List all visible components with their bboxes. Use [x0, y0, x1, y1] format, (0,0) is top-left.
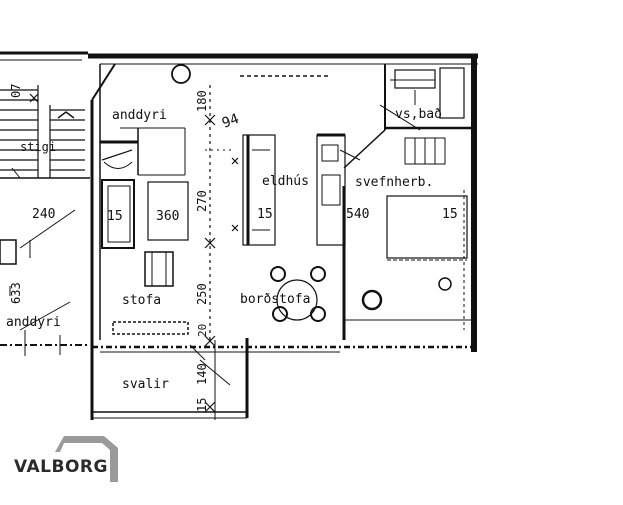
interior-walls	[100, 64, 474, 340]
dim-94: 94	[220, 111, 241, 132]
logo-text: VALBORG	[14, 457, 108, 477]
room-label-eldhus: eldhús	[262, 174, 309, 189]
dim-360: 360	[156, 209, 179, 224]
dim-15-balcony: 15	[195, 398, 209, 412]
kitchen-counters	[242, 133, 361, 246]
room-label-stofa: stofa	[122, 293, 161, 308]
valborg-logo: VALBORG	[14, 436, 118, 482]
dim-540: 540	[346, 207, 369, 222]
dim-15-bed: 15	[442, 207, 458, 222]
room-label-svefnherb: svefnherb.	[355, 175, 433, 190]
dimension-marks	[29, 85, 239, 413]
room-label-vs-bad: vs,bað	[395, 107, 442, 122]
dim-15-sofa: 15	[107, 209, 123, 224]
dim-15-kitchen: 15	[257, 207, 273, 222]
left-stair-section	[0, 51, 90, 356]
dim-20: 20	[196, 324, 209, 337]
room-label-anddyri: anddyri	[112, 108, 167, 123]
dimension-labels: 180 94 270 15 360 15 540 15 250 20 140 1…	[9, 84, 458, 412]
room-label-bordstofa: borðstofa	[240, 292, 310, 307]
dim-140: 140	[195, 363, 209, 385]
dim-240: 240	[32, 207, 55, 222]
dim-180: 180	[195, 90, 209, 112]
exterior-walls	[88, 53, 478, 420]
logo-roof-icon	[55, 436, 118, 482]
room-label-anddyri-left: anddyri	[6, 315, 61, 330]
room-label-stigi: stigi	[20, 140, 56, 154]
room-label-svalir: svalir	[122, 377, 169, 392]
furniture	[101, 64, 468, 335]
dim-270: 270	[195, 190, 209, 212]
room-labels: anddyri eldhús svefnherb. vs,bað stofa b…	[6, 107, 442, 392]
balcony	[92, 338, 249, 420]
dim-633: 633	[9, 282, 23, 304]
dim-07: 07	[9, 84, 23, 98]
dim-250: 250	[195, 283, 209, 305]
